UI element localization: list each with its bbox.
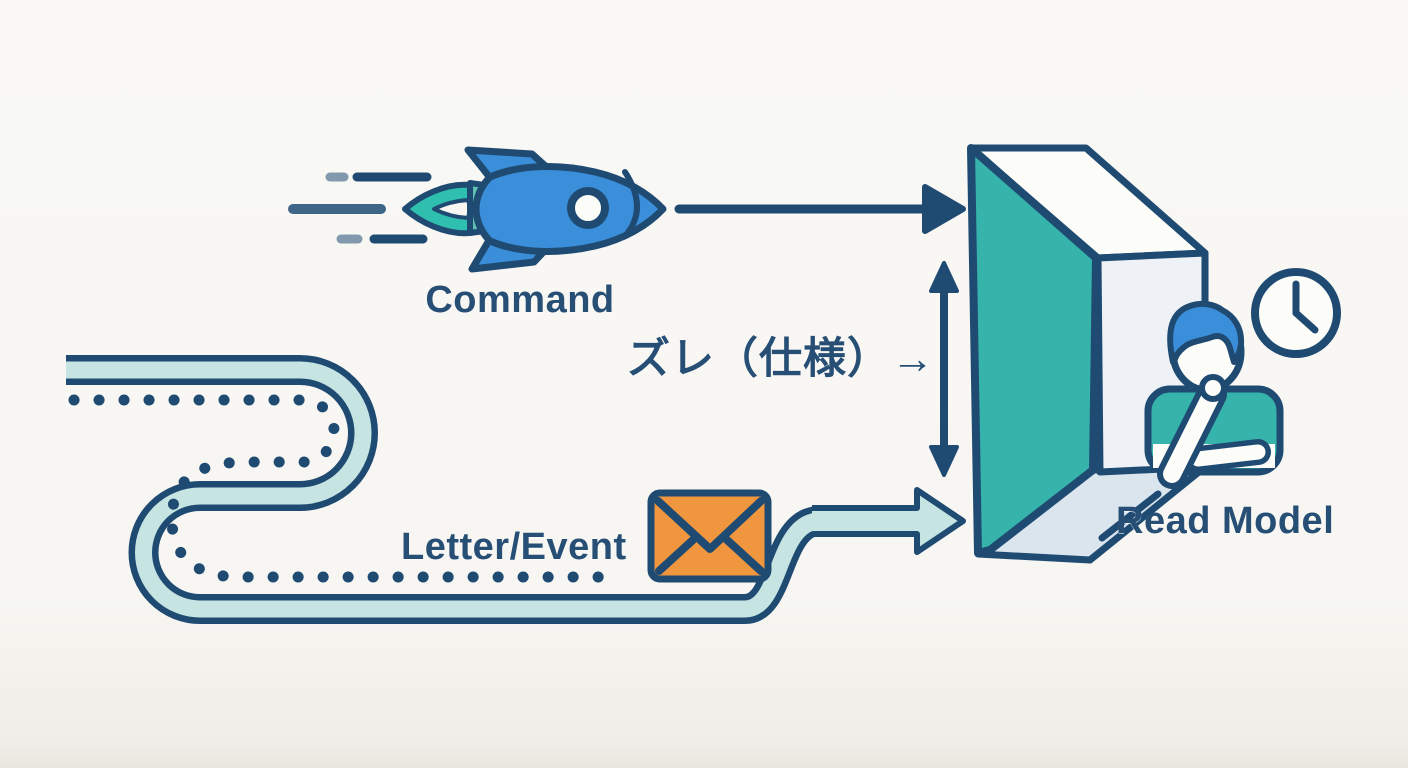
event-stream-ribbon [66, 355, 966, 624]
envelope-icon [647, 489, 772, 583]
rocket-icon [402, 146, 667, 273]
thinking-person-icon [1144, 300, 1284, 489]
dotted-trail [68, 394, 628, 583]
rocket-nose-line [622, 169, 640, 239]
gap-double-arrow-icon [929, 261, 959, 477]
gap-spec-label: ズレ（仕様）→ [627, 335, 935, 383]
slab-ground-line [1098, 490, 1162, 542]
rocket-window [567, 187, 609, 229]
slab-front-face [967, 144, 1100, 557]
clock-icon [1251, 268, 1341, 358]
letter-event-label: Letter/Event [401, 526, 627, 568]
ribbon-fill [66, 361, 830, 618]
person-fist [1199, 374, 1227, 402]
command-arrow-icon [674, 184, 966, 234]
speed-lines-icon [288, 172, 432, 244]
read-model-slab [967, 144, 1209, 564]
read-model-label: Read Model [1116, 500, 1335, 542]
command-label: Command [425, 279, 615, 321]
stream-arrow-icon [812, 487, 966, 555]
person-hair [1167, 300, 1245, 365]
